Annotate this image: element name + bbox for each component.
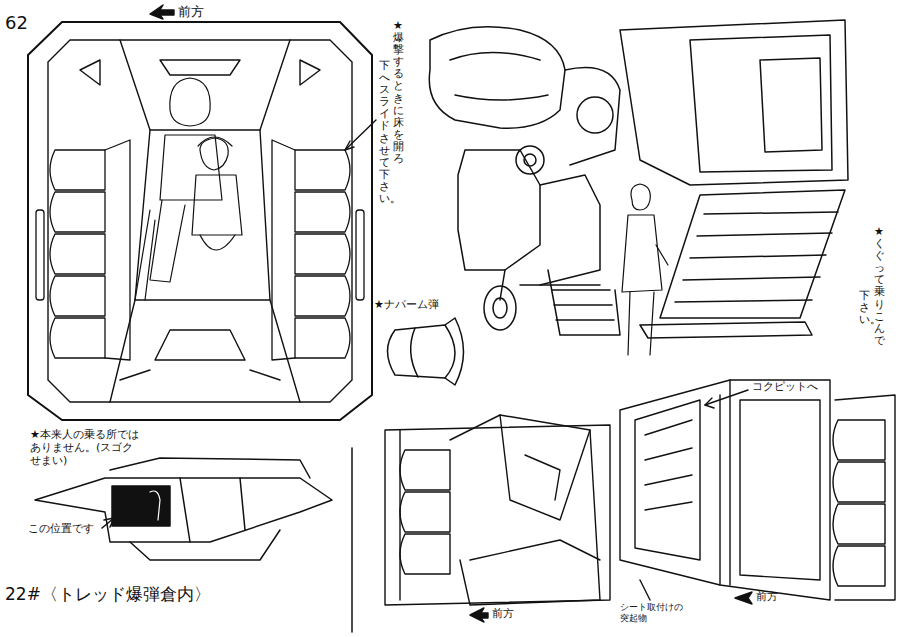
direction-label: 前方	[492, 607, 514, 620]
part-label: ★ナパーム弾	[374, 298, 439, 311]
part-label: シート取付けの突起物	[620, 602, 690, 624]
note-text: ★本来人の乗る所ではありません。(スゴクせまい)	[30, 428, 142, 468]
direction-label: 前方	[756, 590, 778, 603]
pointer-label: この位置です	[28, 522, 94, 535]
sheet-title: 22#〈トレッド爆弾倉内〉	[5, 584, 211, 604]
page-number: 62	[5, 12, 28, 34]
vertical-note: 下へスライドさせて下さい。	[379, 60, 390, 205]
vertical-note: ★くぐって乗りこんで	[874, 226, 885, 347]
direction-label: 前方	[178, 4, 204, 20]
vertical-note: ★爆撃するときに床を開ろ	[393, 20, 404, 165]
vertical-note: 下さい。	[859, 290, 870, 326]
direction-note: コクピットへ	[752, 380, 818, 393]
